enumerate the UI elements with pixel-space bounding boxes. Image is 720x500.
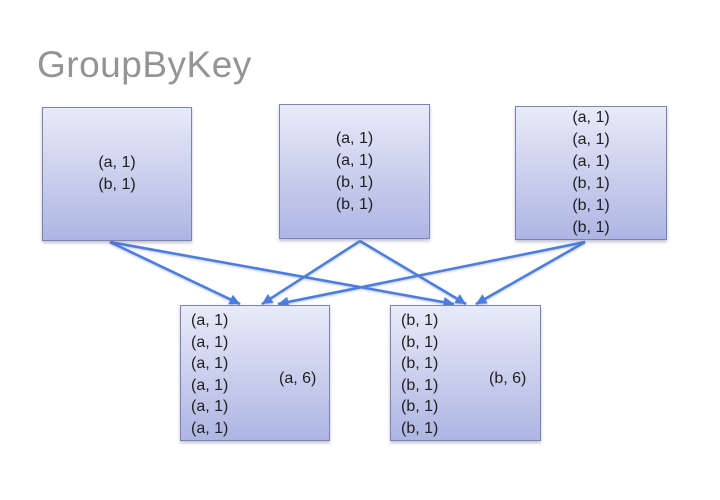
source-box-2: (a, 1) (a, 1) (b, 1) (b, 1) [279, 104, 430, 239]
arrow-source2-to-group-b-icon [359, 239, 467, 306]
tuple-line: (b, 1) [401, 355, 439, 372]
result-label-b: (b, 6) [489, 370, 527, 387]
source-box-1: (a, 1) (b, 1) [42, 107, 192, 241]
tuple-line: (a, 1) [191, 355, 229, 372]
arrow-source1-to-group-b-icon [109, 240, 455, 308]
tuple-line: (b, 1) [401, 312, 439, 329]
tuple-line: (a, 1) [572, 153, 610, 170]
tuple-line: (b, 1) [401, 333, 439, 351]
tuple-line: (b, 1) [401, 376, 439, 394]
tuple-line: (a, 1) [572, 131, 610, 148]
arrow-source3-to-group-b-icon [475, 240, 586, 306]
tuple-line: (a, 1) [191, 333, 229, 351]
arrow-source2-to-group-a-icon [261, 239, 361, 306]
result-label-a: (a, 6) [279, 370, 317, 387]
tuple-line: (a, 1) [191, 376, 229, 394]
tuple-line: (b, 1) [572, 197, 610, 214]
tuple-line: (a, 1) [191, 398, 229, 415]
tuple-line: (b, 1) [401, 419, 439, 437]
tuple-line: (a, 1) [335, 129, 374, 147]
arrow-source3-to-group-a-icon [277, 240, 586, 308]
tuple-line: (b, 1) [335, 195, 374, 213]
tuple-line: (b, 1) [572, 219, 610, 236]
slide-title: GroupByKey [37, 44, 252, 85]
source-box-3: (a, 1) (a, 1) (a, 1) (b, 1) (b, 1) (b, 1… [515, 106, 667, 240]
tuple-line: (b, 1) [401, 398, 439, 415]
tuple-line: (a, 1) [191, 419, 229, 437]
arrow-source1-to-group-a-icon [109, 240, 241, 306]
tuple-line: (a, 1) [335, 151, 374, 169]
group-box-b: (b, 1) (b, 1) (b, 1) (b, 1) (b, 1) (b, 1… [390, 305, 541, 441]
tuple-line: (a, 1) [191, 312, 229, 329]
tuple-line: (b, 1) [572, 175, 610, 192]
group-box-a: (a, 1) (a, 1) (a, 1) (a, 1) (a, 1) (a, 1… [180, 305, 330, 441]
tuple-line: (a, 1) [98, 154, 136, 171]
tuple-line: (a, 1) [572, 109, 610, 126]
tuple-line: (b, 1) [98, 176, 136, 193]
tuple-line: (b, 1) [335, 173, 374, 191]
